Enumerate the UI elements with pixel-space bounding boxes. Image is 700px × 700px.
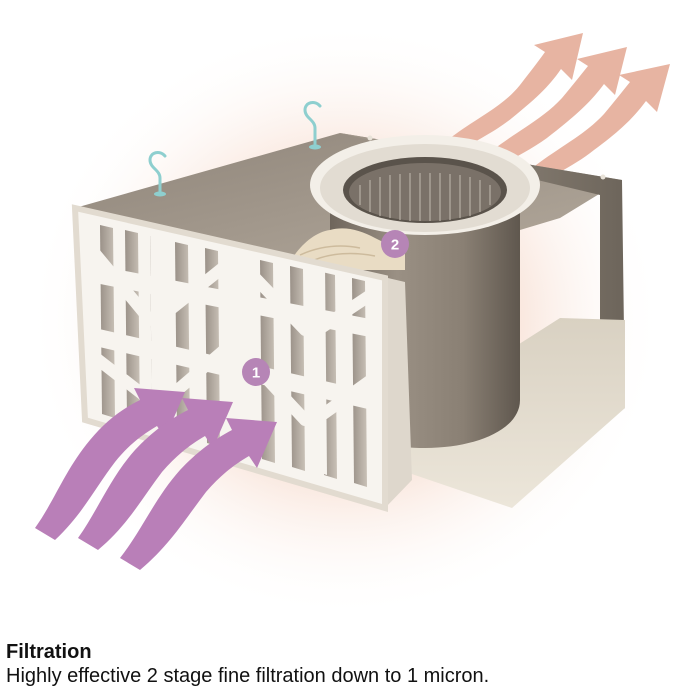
hook-icon [148,151,167,197]
filtration-diagram: 1 2 [25,20,670,620]
stage-2-marker: 2 [381,230,409,258]
exhaust-arrows [438,33,670,191]
stage-2-label: 2 [391,237,399,254]
caption: Filtration Highly effective 2 stage fine… [6,640,696,688]
stage-1-label: 1 [252,365,260,382]
wavy-arrow-icon [478,47,627,175]
wavy-arrow-icon [120,418,277,570]
panel-filter [71,204,412,513]
wavy-arrow-icon [78,398,233,550]
caption-text: Highly effective 2 stage fine filtration… [6,665,490,687]
wavy-arrow-icon [35,388,185,540]
pleated-media [290,228,405,270]
intake-arrows [35,388,277,570]
stage-1-marker: 1 [242,358,270,386]
hook-icon [303,101,322,150]
caption-title: Filtration [6,641,92,663]
wavy-arrow-icon [438,33,583,160]
wavy-arrow-icon [520,64,670,191]
